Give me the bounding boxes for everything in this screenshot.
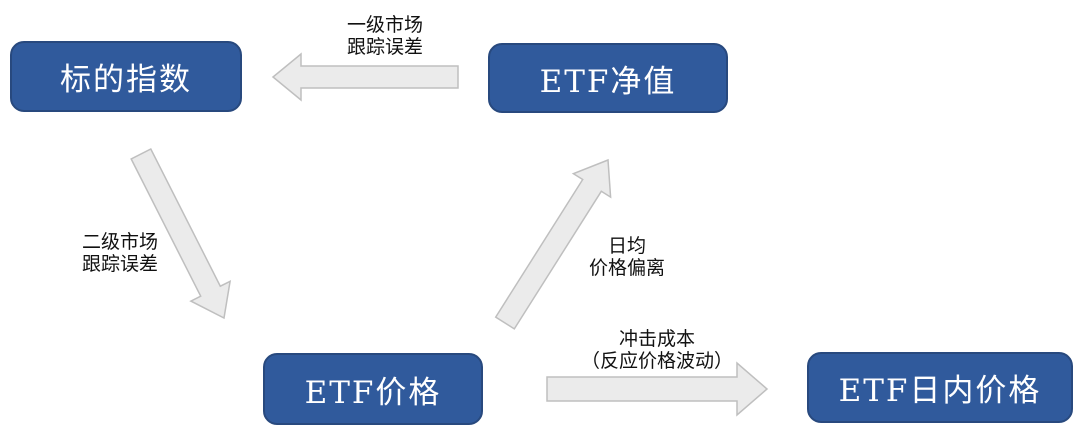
edge-label-primary-market-tracking-error: 一级市场 跟踪误差 xyxy=(347,14,423,58)
arrow-right-etf-price-to-etf-intraday-icon xyxy=(546,361,769,417)
node-etf-price-label: ETF价格 xyxy=(304,374,442,411)
edge-label-line: 日均 xyxy=(607,235,647,257)
edge-label-line: 一级市场 xyxy=(346,14,424,36)
arrow-up-right-etf-price-to-etf-nav-icon xyxy=(494,158,612,330)
edge-label-line: 跟踪误差 xyxy=(346,36,424,58)
node-etf-intraday-price-label: ETF日内价格 xyxy=(838,373,1042,409)
arrow-left-etf-nav-to-underlying-index-icon xyxy=(271,52,459,102)
node-underlying-index-label: 标的指数 xyxy=(60,62,192,98)
edge-label-line: 二级市场 xyxy=(81,231,159,253)
edge-label-line: （反应价格波动） xyxy=(580,350,734,372)
node-underlying-index: 标的指数 xyxy=(10,41,242,112)
edge-label-line: 价格偏离 xyxy=(588,257,666,279)
edge-label-line: 跟踪误差 xyxy=(81,253,159,275)
node-etf-nav: ETF净值 xyxy=(488,43,728,113)
node-etf-nav-label: ETF净值 xyxy=(539,63,677,100)
arrow-down-right-underlying-index-to-etf-price-icon xyxy=(130,147,232,320)
edge-label-secondary-market-tracking-error: 二级市场 跟踪误差 xyxy=(82,231,158,275)
edge-label-daily-price-deviation: 日均 价格偏离 xyxy=(589,235,665,279)
node-etf-price: ETF价格 xyxy=(263,353,483,425)
node-etf-intraday-price: ETF日内价格 xyxy=(807,352,1073,423)
edge-label-impact-cost: 冲击成本 （反应价格波动） xyxy=(581,328,733,372)
edge-label-line: 冲击成本 xyxy=(618,328,696,350)
